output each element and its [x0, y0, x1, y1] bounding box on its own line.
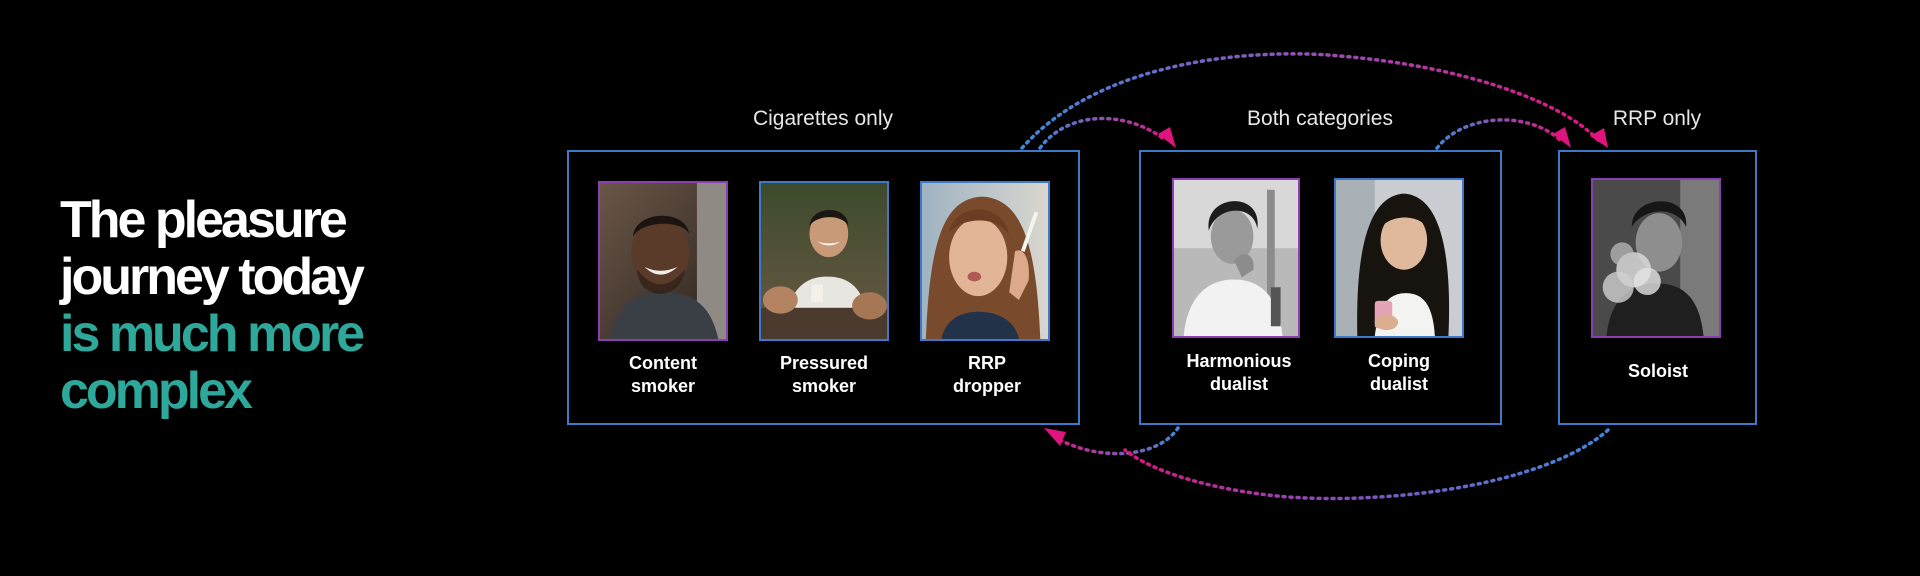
persona-label-line-2: dualist — [1209, 374, 1268, 394]
woman-with-phone-portrait-icon — [1334, 178, 1464, 338]
woman-smoking-portrait-icon — [920, 181, 1050, 341]
group-box-rrp-only — [1558, 150, 1757, 425]
persona-label-line-1: Coping — [1368, 351, 1430, 371]
page-headline: The pleasure journey today is much more … — [60, 191, 365, 420]
man-vapor-cloud-portrait-icon — [1591, 178, 1721, 338]
headline-line-1: The pleasure — [60, 191, 348, 249]
persona-label-line-1: Soloist — [1627, 361, 1688, 381]
persona-label-line-1: RRP — [967, 353, 1006, 373]
man-with-friends-portrait-icon — [759, 181, 889, 341]
laughing-man-portrait-icon — [598, 181, 728, 341]
arrow-both-to-cigarettes — [1054, 426, 1180, 456]
persona-label-harmonious-dualist: Harmonious dualist — [1154, 350, 1324, 396]
persona-label-rrp-dropper: RRP dropper — [902, 352, 1072, 398]
persona-label-line-2: dualist — [1369, 374, 1428, 394]
headline-line-3: is much more — [60, 305, 365, 363]
persona-label-soloist: Soloist — [1573, 360, 1743, 383]
persona-label-line-2: smoker — [791, 376, 857, 396]
group-box-both-categories — [1139, 150, 1502, 425]
headline-line-2: journey today — [60, 248, 365, 306]
man-vaping-portrait-icon — [1172, 178, 1300, 338]
persona-label-line-2: smoker — [630, 376, 696, 396]
persona-label-coping-dualist: Coping dualist — [1314, 350, 1484, 396]
group-box-cigarettes-only — [567, 150, 1080, 425]
persona-label-line-1: Harmonious — [1186, 351, 1292, 371]
arrow-rrp-only-to-both — [1123, 428, 1610, 501]
headline-line-4: complex — [60, 362, 253, 420]
persona-label-pressured-smoker: Pressured smoker — [739, 352, 909, 398]
group-label-both-categories: Both categories — [1247, 107, 1393, 130]
persona-label-line-1: Pressured — [779, 353, 869, 373]
group-label-cigarettes-only: Cigarettes only — [752, 107, 894, 130]
persona-label-content-smoker: Content smoker — [578, 352, 748, 398]
group-label-rrp-only: RRP only — [1612, 107, 1702, 130]
persona-label-line-2: dropper — [952, 376, 1021, 396]
arrowhead-icon — [1044, 428, 1066, 446]
persona-label-line-1: Content — [629, 353, 697, 373]
